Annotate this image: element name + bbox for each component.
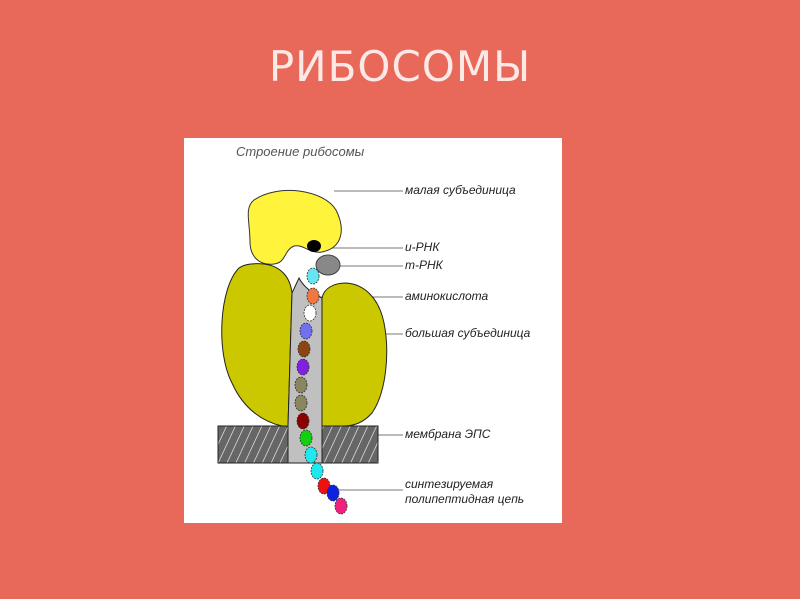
i-rna-shape xyxy=(307,240,321,252)
label-polypeptide-1: синтезируемая xyxy=(405,477,494,491)
slide-title: РИБОСОМЫ xyxy=(268,42,532,91)
label-amino-acid: аминокислота xyxy=(405,289,489,303)
t-rna-shape xyxy=(315,254,341,276)
large-subunit-left xyxy=(221,263,293,427)
label-small-subunit: малая субъединица xyxy=(405,183,516,197)
er-membrane-right xyxy=(321,425,379,464)
ribosome-illustration xyxy=(217,189,403,515)
label-large-subunit: большая субъединица xyxy=(405,326,531,340)
diagram-caption: Строение рибосомы xyxy=(236,144,365,159)
large-subunit-right xyxy=(321,282,388,427)
er-membrane-left xyxy=(217,425,289,464)
small-subunit-shape xyxy=(247,189,342,265)
label-i-rna: и-РНК xyxy=(405,240,440,254)
label-polypeptide-2: полипептидная цепь xyxy=(405,492,525,506)
label-er-membrane: мембрана ЭПС xyxy=(405,427,491,441)
label-t-rna: т-РНК xyxy=(405,258,443,272)
polypeptide-chain xyxy=(294,267,348,515)
ribosome-diagram: Строение рибосомы малая субъединица и-РН… xyxy=(184,138,562,523)
